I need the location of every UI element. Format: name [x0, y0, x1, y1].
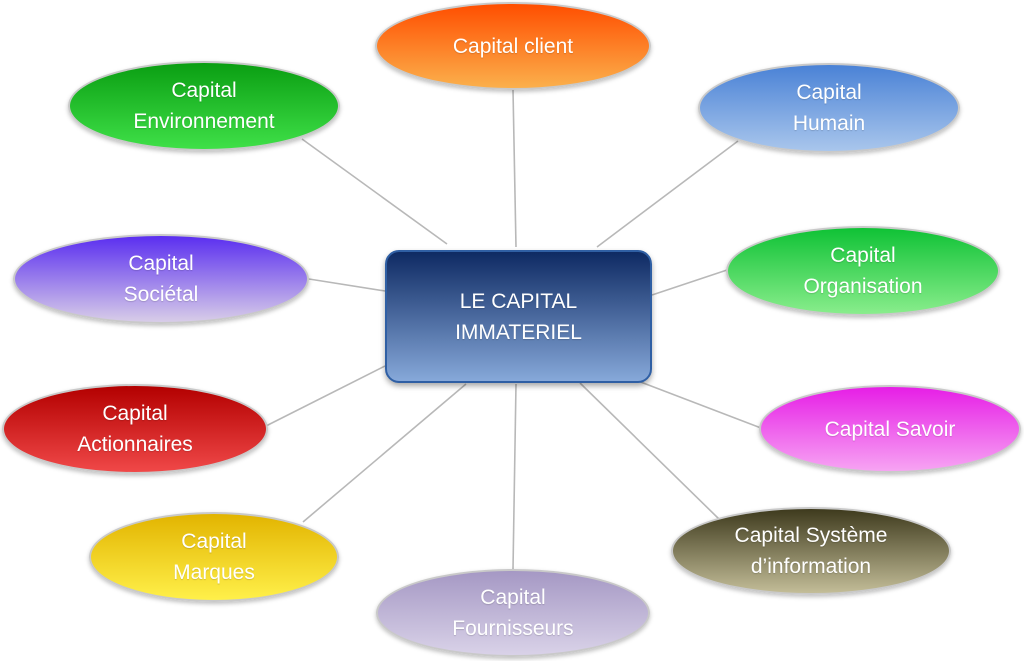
node-capital-marques: Capital Marques	[89, 512, 339, 602]
node-capital-fournisseurs: Capital Fournisseurs	[376, 569, 650, 657]
connector-line-environnement	[301, 138, 448, 245]
node-capital-environnement: Capital Environnement	[68, 61, 340, 151]
center-box-capital-immateriel: LE CAPITAL IMMATERIEL	[385, 250, 652, 383]
connector-line-organisation	[651, 269, 728, 296]
connector-line-marques	[302, 383, 467, 523]
node-capital-client: Capital client	[375, 2, 651, 90]
connector-line-fournisseurs	[512, 383, 517, 570]
node-capital-actionnaires: Capital Actionnaires	[2, 384, 268, 474]
connector-line-actionnaires	[261, 365, 386, 429]
connector-line-savoir	[637, 380, 762, 429]
node-capital-systeme-information: Capital Système d’information	[671, 507, 951, 595]
node-capital-societal: Capital Sociétal	[13, 234, 309, 324]
connector-line-societal	[308, 278, 386, 292]
node-capital-humain: Capital Humain	[698, 63, 960, 153]
connector-line-humain	[596, 140, 739, 248]
connector-line-client	[512, 89, 517, 248]
node-capital-savoir: Capital Savoir	[759, 385, 1021, 473]
node-capital-organisation: Capital Organisation	[726, 226, 1000, 316]
connector-line-systeme	[579, 382, 721, 521]
